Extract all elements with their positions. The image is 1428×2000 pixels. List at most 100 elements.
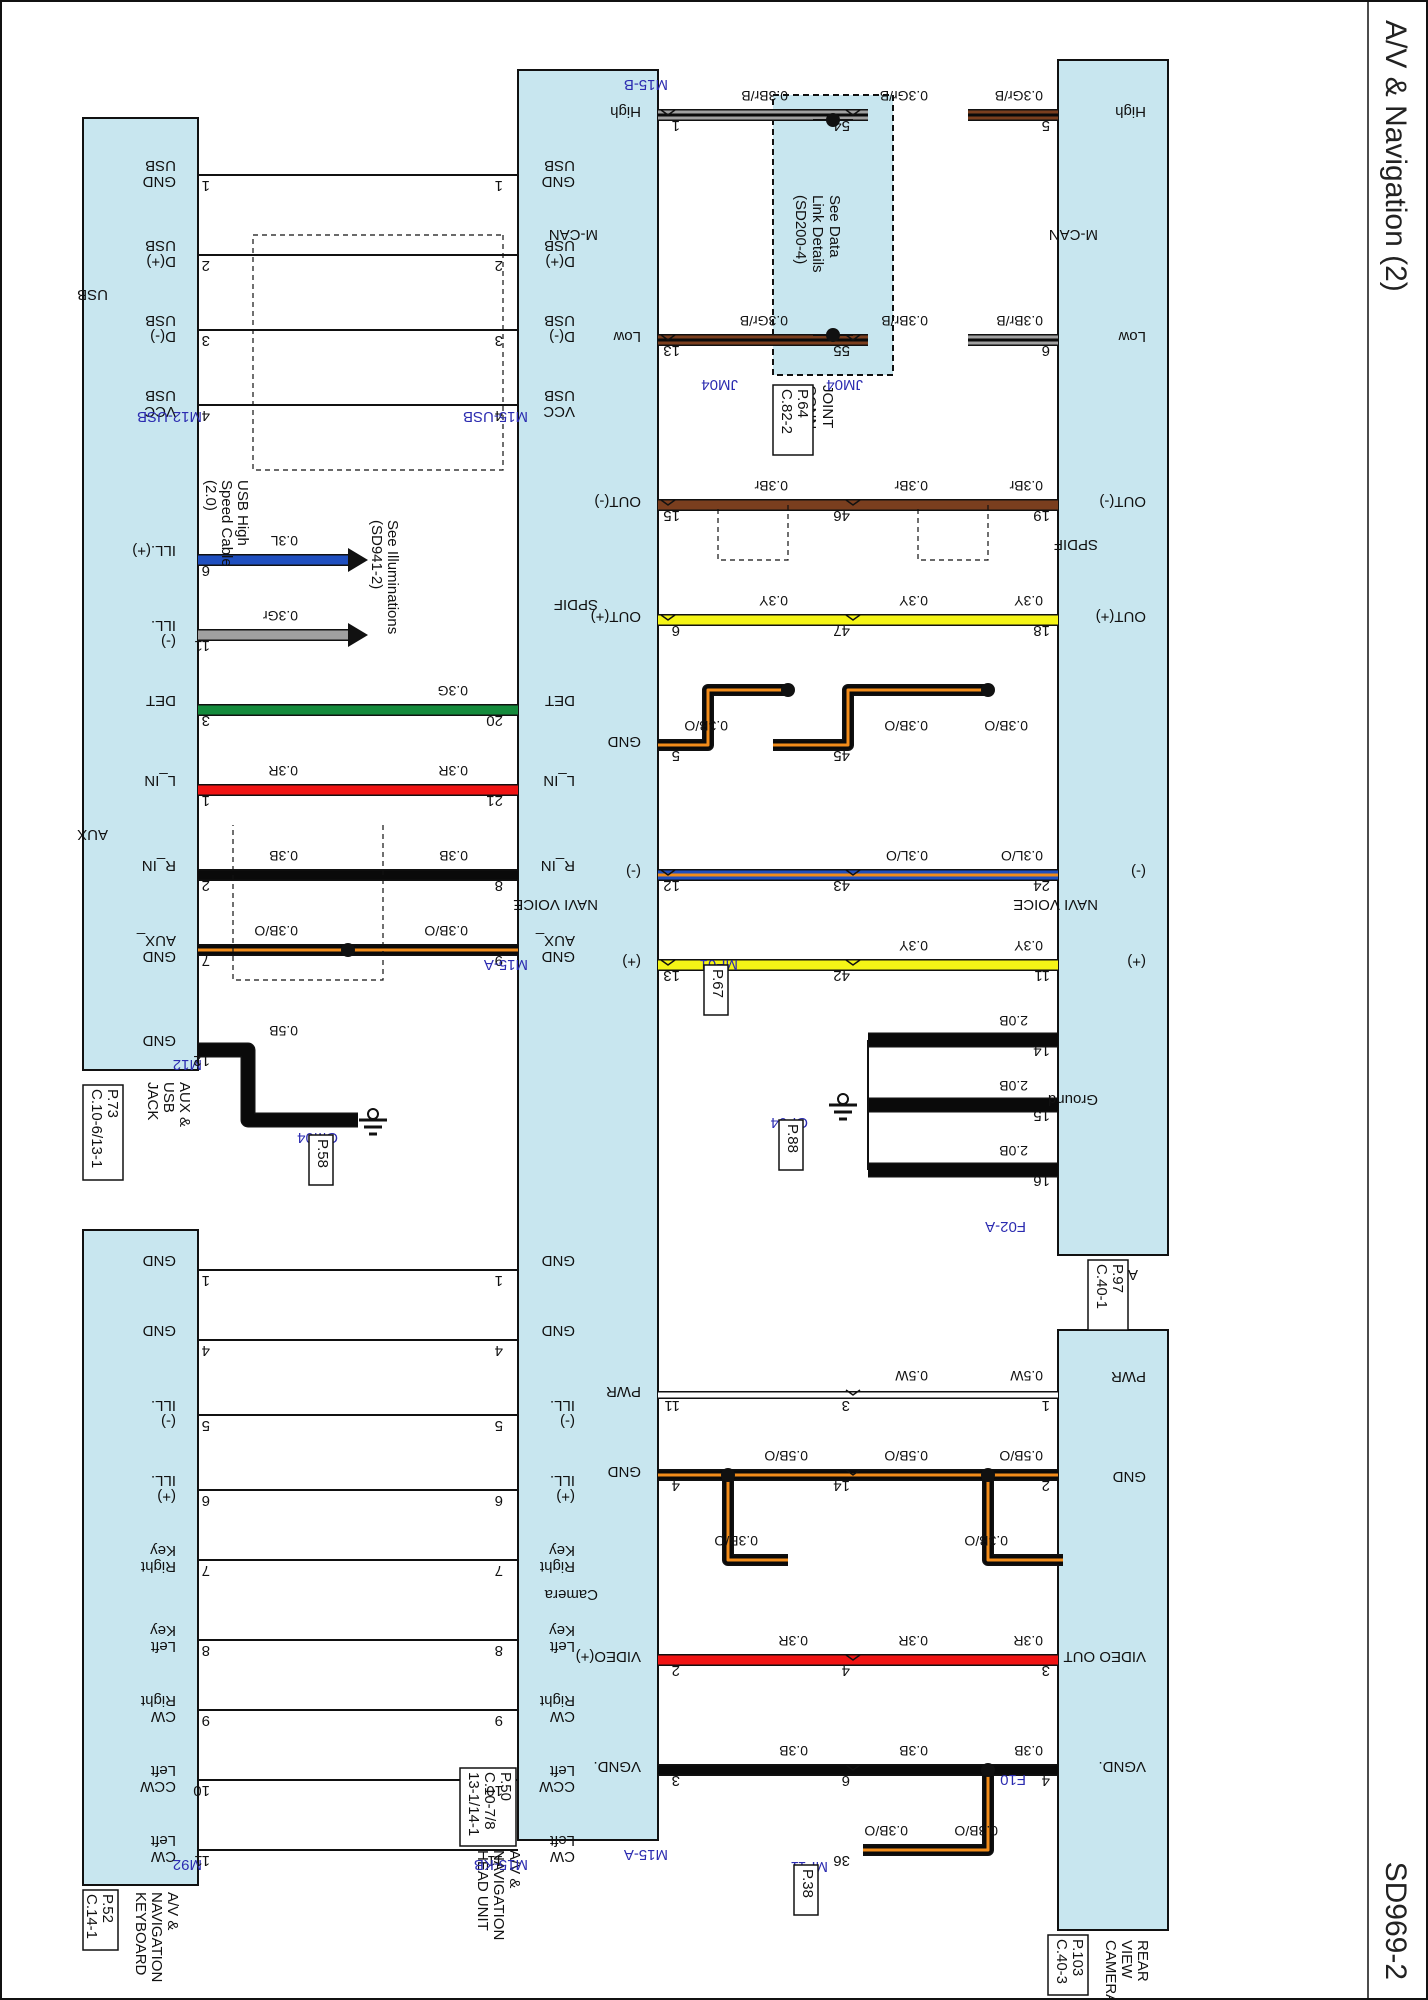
hu-ref-2: 13-1/14-1: [465, 1772, 482, 1836]
hu-top-pin-5: (-): [626, 863, 641, 880]
top-wire-label2-3: 0.3Y: [899, 593, 928, 609]
jack-conn-usb: M12-USB: [137, 408, 202, 425]
ground-label-2: 2.0B: [999, 1143, 1028, 1159]
aux-wire-label-0: 0.3G: [438, 683, 468, 699]
hu-top-pin-4: GND: [608, 733, 642, 750]
kb-conn: M92: [173, 1856, 202, 1873]
kb-wire-pin-hu-7: 10: [486, 1782, 503, 1799]
top-wire-label3-0: 0.3Br/B: [741, 88, 788, 104]
hu-conn-m15kb: M15-KB: [474, 1856, 528, 1873]
top-wire-pin1-1: 13: [663, 342, 680, 359]
hu-bot-pin-0-1: GND: [542, 173, 576, 190]
aux-wire-pin-jack-2: 2: [202, 877, 210, 894]
data-link-box: [772, 94, 894, 376]
hu-bot-pin-16-0: Left: [549, 1832, 575, 1849]
cam-wire-label4: 0.3B/O: [964, 1533, 1008, 1549]
spdif-shield-hu: [717, 505, 789, 561]
hu-bot-pin-12-0: Key: [549, 1542, 575, 1559]
amp-pin-label-4: (-): [1131, 863, 1146, 880]
kb-wire-pin-hu-5: 8: [495, 1642, 503, 1659]
top-wire-pin4-1: 55: [833, 342, 850, 359]
kb-pin-2-0: ILL.: [151, 1397, 176, 1414]
cam-chev-mid-1: [845, 1469, 861, 1476]
cam-wire-pin1-1: 4: [672, 1477, 680, 1494]
usb-wire-pin-jack-1: 2: [202, 257, 210, 274]
ground-pin-2: 16: [1033, 1172, 1050, 1189]
hu-bot-pin-3-1: VCC: [543, 403, 575, 420]
usb-cable-label-2: (2.0): [202, 480, 219, 511]
hu-top-pin-9: VIDEO(+): [576, 1648, 641, 1665]
top-wire-pin1-2: 15: [663, 507, 680, 524]
kb-wire-pin-kb-5: 8: [202, 1642, 210, 1659]
jack-gnd-pin: 12: [193, 1052, 210, 1069]
top-wire-label1-0: 0.3Gr/B: [995, 88, 1043, 104]
cam-gnd-branch-hu-stripe: [726, 1475, 788, 1562]
rear-camera-box: [1057, 1329, 1169, 1931]
hu-conn-m15b-top: M15-B: [624, 76, 668, 93]
jack-pin-7-0: L_IN: [144, 772, 176, 789]
jack-name-0: AUX &: [176, 1082, 193, 1127]
usb-wire-pin-hu-0: 1: [495, 177, 503, 194]
top-wire-pin4-2: 46: [833, 507, 850, 524]
hu-bot-pin-0-0: USB: [544, 157, 575, 174]
cam-wire-pin4-3: 6: [842, 1772, 850, 1789]
spdif-gnd-amp-main: [773, 685, 988, 750]
jack-gnd-label: 0.5B: [269, 1023, 298, 1039]
cam-wire-pin4-0: 3: [842, 1397, 850, 1414]
jack-pin-2-0: USB: [145, 312, 176, 329]
cam-wire-label1-3: 0.3B: [1014, 1743, 1043, 1759]
diagram-code: SD969-2: [1379, 1862, 1412, 1980]
aux-dot: [341, 943, 355, 957]
kb-wire-pin-hu-8: 11: [487, 1852, 503, 1869]
jack-pin-8-0: R_IN: [142, 857, 176, 874]
cam-wire-label2-3: 0.3B: [899, 1743, 928, 1759]
usb-wire-pin-hu-2: 3: [495, 332, 503, 349]
amp-group-navi: NAVI VOICE: [1013, 896, 1098, 913]
cam-dot-1: [981, 1468, 995, 1482]
top-wire-label2-1: 0.3Br/B: [881, 313, 928, 329]
kb-name-0: A/V &: [164, 1892, 181, 1930]
aux-wire-label-b-1: 0.3R: [268, 763, 298, 779]
top-wire-label1-5: 0.3Y: [1014, 938, 1043, 954]
hu-group-spdif: SPDIF: [554, 596, 598, 613]
amp-ref-0: P.97: [1109, 1264, 1126, 1293]
kb-wire-pin-hu-3: 6: [495, 1492, 503, 1509]
cam-wire-label1-0: 0.5W: [1010, 1368, 1043, 1384]
top-chev-mid-0: [845, 109, 861, 116]
cam-wire-pin1-3: 3: [672, 1772, 680, 1789]
ground-pin-0: 14: [1033, 1042, 1050, 1059]
cam-wire-pin1-0: 11: [664, 1397, 680, 1414]
jack-ref-1: C.10-6/13-1: [88, 1089, 105, 1168]
cam-pin-label-3: VGND.: [1098, 1758, 1146, 1775]
kb-pin-3-0: ILL.: [151, 1472, 176, 1489]
cam-wire-pin1-2: 2: [672, 1662, 680, 1679]
aux-wire-pin-hu-0: 20: [486, 712, 503, 729]
kb-wire-pin-hu-6: 9: [495, 1712, 503, 1729]
usb-wire-pin-hu-3: 4: [495, 407, 503, 424]
spdif-gnd-pin4: 45: [833, 747, 850, 764]
cam-wire-label5: 0.3B/O: [714, 1533, 758, 1549]
jack-pin-0-1: GND: [143, 173, 177, 190]
top-wire-label3-1: 0.3Gr/B: [740, 313, 788, 329]
hu-bot-pin-1-1: D(+): [545, 253, 575, 270]
cam-chev-mid-0: [845, 1389, 861, 1396]
cam-name-2: CAMERA: [1102, 1940, 1119, 2000]
jack-group-usb: USB: [77, 286, 108, 303]
hu-top-pin-3: OUT(+): [591, 608, 641, 625]
top-chev-hu-0: [660, 109, 676, 116]
hu-bot-pin-13-0: Key: [549, 1622, 575, 1639]
aux-wire-label-3: 0.3B/O: [424, 923, 468, 939]
hu-bot-pin-6-0: R_IN: [541, 857, 575, 874]
top-wire-pin5-2: 19: [1033, 507, 1050, 524]
amp-conn: F02-A: [985, 1218, 1026, 1235]
top-wire-label1-3: 0.3Y: [1014, 593, 1043, 609]
top-wire-label3-3: 0.3Y: [759, 593, 788, 609]
hu-top-pin-0: High: [610, 103, 641, 120]
spdif-gnd-hu-main: [658, 685, 788, 750]
cam-wire-pin4-2: 4: [842, 1662, 850, 1679]
aux-wire-label-b-2: 0.3B: [269, 848, 298, 864]
gf04-ref-frame: [778, 1119, 804, 1171]
cam-wire-pin5-3: 4: [1042, 1772, 1050, 1789]
